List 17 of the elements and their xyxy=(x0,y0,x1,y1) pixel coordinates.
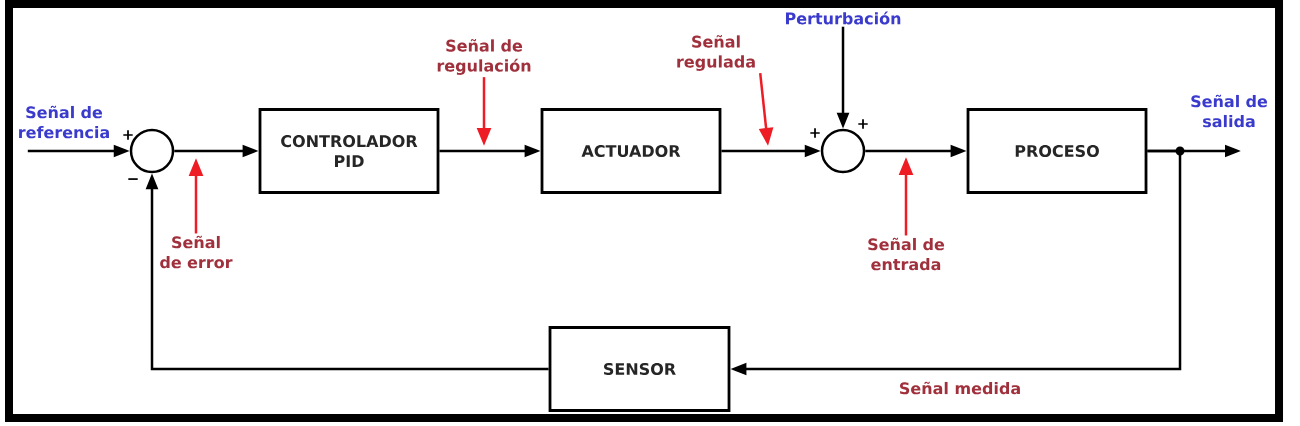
signal-label: Señal regulada xyxy=(677,35,755,71)
signal-label: Señal medida xyxy=(900,381,1020,395)
sign-label: + xyxy=(858,119,868,129)
block-box: ACTUADOR xyxy=(540,108,722,194)
signal-label: Señal de regulación xyxy=(437,39,531,75)
block-box: PROCESO xyxy=(966,108,1148,194)
block-box: SENSOR xyxy=(548,326,731,412)
signal-label: Señal de error xyxy=(160,235,233,269)
signal-label: Señal de referencia xyxy=(19,105,109,139)
signal-label: Perturbación xyxy=(786,11,901,25)
block-box: CONTROLADOR PID xyxy=(258,108,440,194)
sign-label: + xyxy=(810,128,820,138)
summing-junction xyxy=(820,128,866,174)
signal-label: Señal de entrada xyxy=(868,237,945,271)
sign-label: + xyxy=(123,130,133,140)
signal-label: Señal de salida xyxy=(1191,94,1268,128)
sign-label: − xyxy=(128,178,138,180)
